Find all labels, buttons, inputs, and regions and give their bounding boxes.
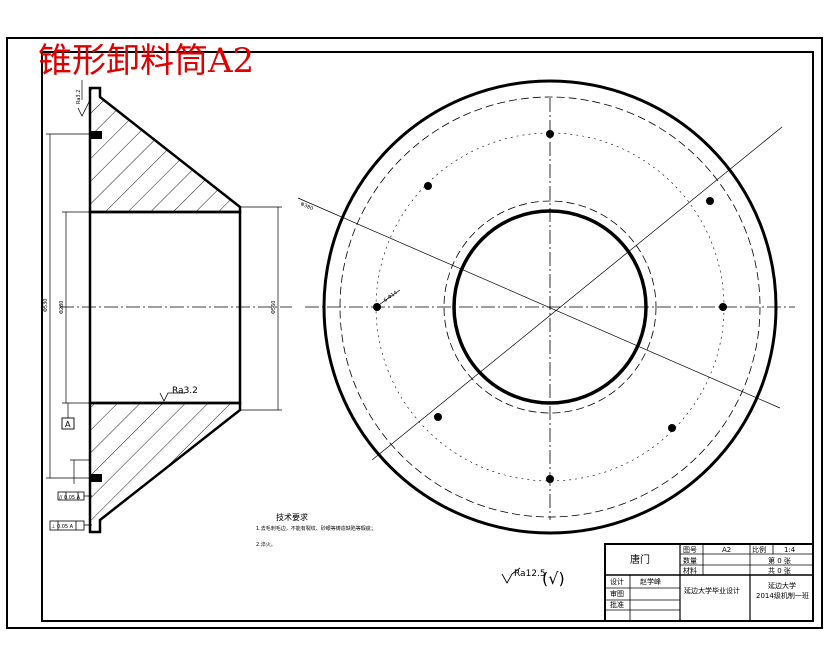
svg-text:Ra3.2: Ra3.2 — [76, 90, 82, 104]
bolt-hole — [546, 130, 554, 138]
bolt-hole — [373, 303, 381, 311]
section-hatch-upper — [88, 86, 242, 214]
tb-class: 2014级机制一班 — [756, 591, 809, 600]
tb-part-name: 唐门 — [630, 553, 650, 566]
dim-bolt-circle: Φ380 — [299, 201, 314, 212]
dim-height: Φ560 — [271, 301, 277, 314]
datum-a: A — [61, 403, 75, 430]
bore-dashed-circle — [443, 200, 657, 414]
svg-text:技术要求: 技术要求 — [276, 512, 308, 522]
tb-scale: 1:4 — [784, 546, 796, 554]
tb-label-designer: 设计 — [610, 577, 624, 586]
tb-label-check: 审图 — [610, 589, 624, 598]
bolt-lower — [90, 474, 102, 482]
svg-text:// 0.05 A: // 0.05 A — [59, 495, 81, 501]
svg-text:1.去毛刺毛边，不能有裂纹、砂眼等铸造缺陷等瑕疵；: 1.去毛刺毛边，不能有裂纹、砂眼等铸造缺陷等瑕疵； — [256, 525, 376, 532]
tb-project: 延边大学毕业设计 — [684, 586, 740, 595]
tolerance-frame-1: // 0.05 A — [57, 491, 92, 501]
outer-border — [6, 37, 823, 629]
bore-outline — [88, 210, 242, 405]
tb-drawing-no: A2 — [722, 546, 731, 554]
bolt-hole — [424, 182, 432, 190]
bolt-hole — [434, 413, 442, 421]
section-view — [46, 80, 292, 534]
tb-label-drawing-no: 图号 — [683, 546, 697, 554]
bolt-hole — [546, 475, 554, 483]
tb-label-qty: 数量 — [683, 556, 697, 565]
bolt-hole — [668, 424, 676, 432]
svg-text:⊥ 0.05 A: ⊥ 0.05 A — [51, 524, 74, 530]
svg-text:Ra12.5: Ra12.5 — [514, 569, 546, 579]
roughness-bore: Ra3.2 — [159, 386, 198, 402]
bolt-hole — [719, 303, 727, 311]
bolt-upper — [90, 131, 102, 139]
roughness-general: Ra12.5 (√) — [501, 567, 565, 588]
roughness-top: Ra3.2 — [76, 90, 91, 117]
svg-text:Ra3.2: Ra3.2 — [172, 386, 198, 396]
technical-notes: 技术要求 1.去毛刺毛边，不能有裂纹、砂眼等铸造缺陷等瑕疵； 2.淬火。 — [256, 512, 376, 548]
tb-designer: 赵学峰 — [640, 577, 661, 586]
tb-label-sheets-total: 共 0 张 — [768, 566, 791, 575]
title-block — [604, 543, 814, 622]
dim-bore-dia: Φ280 — [59, 301, 65, 314]
bolt-hole — [706, 197, 714, 205]
tb-school: 延边大学 — [768, 581, 796, 590]
tb-label-material: 材料 — [683, 566, 697, 575]
section-hatch-lower — [88, 401, 242, 534]
tb-label-scale: 比例 — [752, 545, 766, 554]
front-view — [297, 79, 795, 535]
tb-label-sheet: 第 0 张 — [768, 556, 791, 565]
inner-border — [41, 51, 814, 622]
dim-outer-dia: Φ530 — [43, 299, 49, 312]
svg-text:A: A — [65, 420, 71, 429]
drawing-title: 锥形卸料筒A2 — [38, 41, 254, 81]
dim-hole: 6-Φ14 — [383, 290, 399, 304]
svg-text:(√): (√) — [542, 569, 565, 588]
tb-label-approve: 批准 — [610, 600, 624, 609]
tolerance-frame-2: ⊥ 0.05 A — [49, 520, 92, 531]
svg-text:2.淬火。: 2.淬火。 — [256, 541, 276, 548]
